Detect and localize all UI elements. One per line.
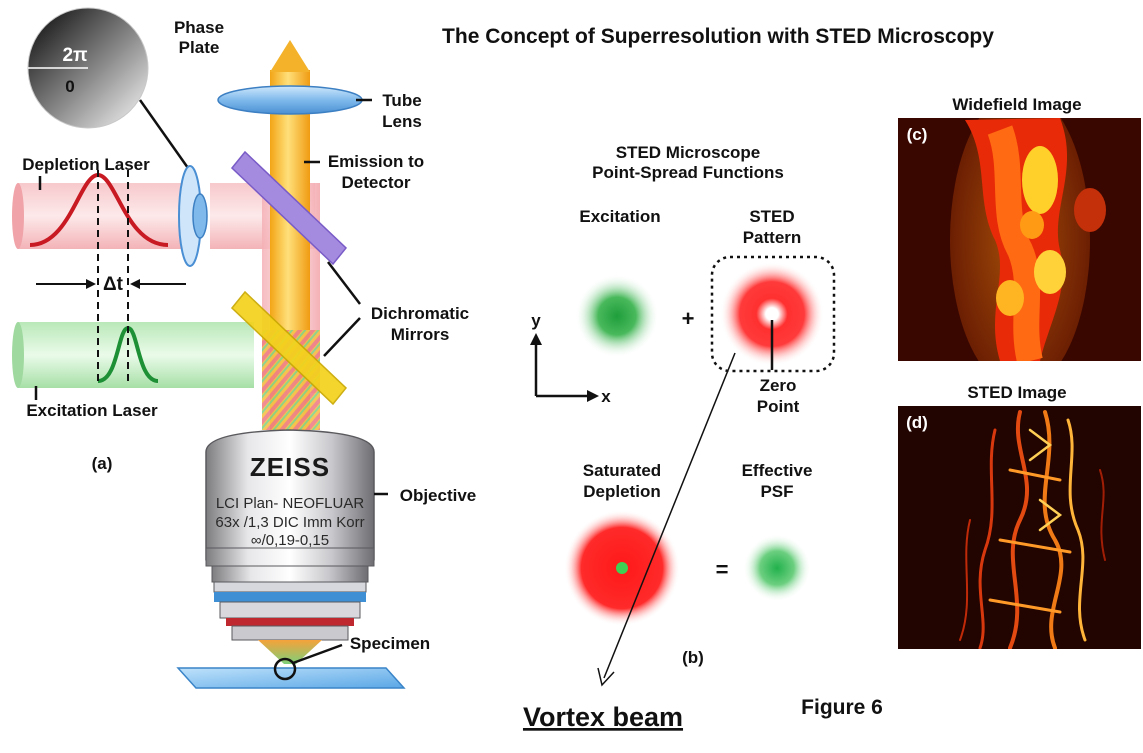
objective-label: Objective — [400, 486, 477, 505]
dichromatic-label-2: Mirrors — [391, 325, 450, 344]
objective-spec-3: ∞/0,19-0,15 — [251, 532, 329, 549]
dichromatic-mirror-upper — [230, 150, 348, 266]
excitation-psf-spot — [575, 274, 659, 358]
psf-heading-1: STED Microscope — [616, 143, 761, 162]
plus-sign: + — [682, 306, 695, 331]
figure-title: The Concept of Superresolution with STED… — [442, 25, 994, 48]
saturated-label-1: Saturated — [583, 461, 661, 480]
sted-donut — [720, 262, 824, 366]
objective-brand: ZEISS — [250, 452, 330, 482]
depletion-beam — [18, 183, 182, 249]
sted-pattern-box — [710, 255, 836, 373]
zero-point-label-2: Point — [757, 397, 800, 416]
excitation-beam — [18, 322, 254, 388]
tube-lens-label-1: Tube — [382, 91, 421, 110]
panel-b: STED Microscope Point-Spread Functions E… — [523, 143, 836, 732]
panel-d-letter: (d) — [906, 413, 928, 432]
panel-b-letter: (b) — [682, 648, 704, 667]
panel-c: Widefield Image (c) — [898, 95, 1141, 361]
emission-label-1: Emission to — [328, 152, 424, 171]
equals-sign: = — [716, 557, 729, 582]
panel-d: STED Image (d) — [898, 383, 1141, 649]
saturated-center-dot — [616, 562, 628, 574]
dichromatic-mirror-lower — [230, 290, 348, 406]
emission-label-2: Detector — [342, 173, 411, 192]
specimen-label: Specimen — [350, 634, 430, 653]
psf-heading-2: Point-Spread Functions — [592, 163, 784, 182]
depletion-laser-label: Depletion Laser — [22, 155, 150, 174]
tube-lens — [217, 85, 363, 115]
sted-pattern-label-2: Pattern — [743, 228, 802, 247]
vortex-beam-label: Vortex beam — [523, 702, 683, 732]
dichromatic-label-1: Dichromatic — [371, 304, 469, 323]
effective-psf-label-1: Effective — [742, 461, 813, 480]
axis-y-label: y — [531, 311, 541, 330]
excitation-laser-label: Excitation Laser — [26, 401, 158, 420]
effective-psf-spot — [743, 534, 811, 602]
excitation-psf-label: Excitation — [579, 207, 660, 226]
zero-point-label-1: Zero — [760, 376, 797, 395]
axis-x-label: x — [601, 387, 611, 406]
panel-a: 2π 0 Phase Plate Tube Lens Emission to D… — [12, 7, 477, 689]
sted-pattern-label-1: STED — [749, 207, 794, 226]
sted-image-title: STED Image — [967, 383, 1066, 402]
panel-a-letter: (a) — [92, 454, 113, 473]
specimen-marker — [273, 657, 297, 681]
tube-lens-label-2: Lens — [382, 112, 422, 131]
widefield-title: Widefield Image — [952, 95, 1081, 114]
effective-psf-label-2: PSF — [760, 482, 793, 501]
objective-spec-1: LCI Plan- NEOFLUAR — [216, 495, 365, 512]
phase-plate-0: 0 — [65, 77, 74, 96]
phase-plate-label-1: Phase — [174, 18, 224, 37]
phase-plate-label-2: Plate — [179, 38, 220, 57]
figure-number: Figure 6 — [801, 696, 883, 719]
objective-spec-2: 63x /1,3 DIC Imm Korr — [215, 514, 364, 531]
panel-c-letter: (c) — [907, 125, 928, 144]
phase-plate-2pi: 2π — [62, 45, 88, 66]
saturated-label-2: Depletion — [583, 482, 660, 501]
delta-t-label: Δt — [103, 274, 124, 295]
objective-lens: ZEISS LCI Plan- NEOFLUAR 63x /1,3 DIC Im… — [205, 429, 375, 664]
